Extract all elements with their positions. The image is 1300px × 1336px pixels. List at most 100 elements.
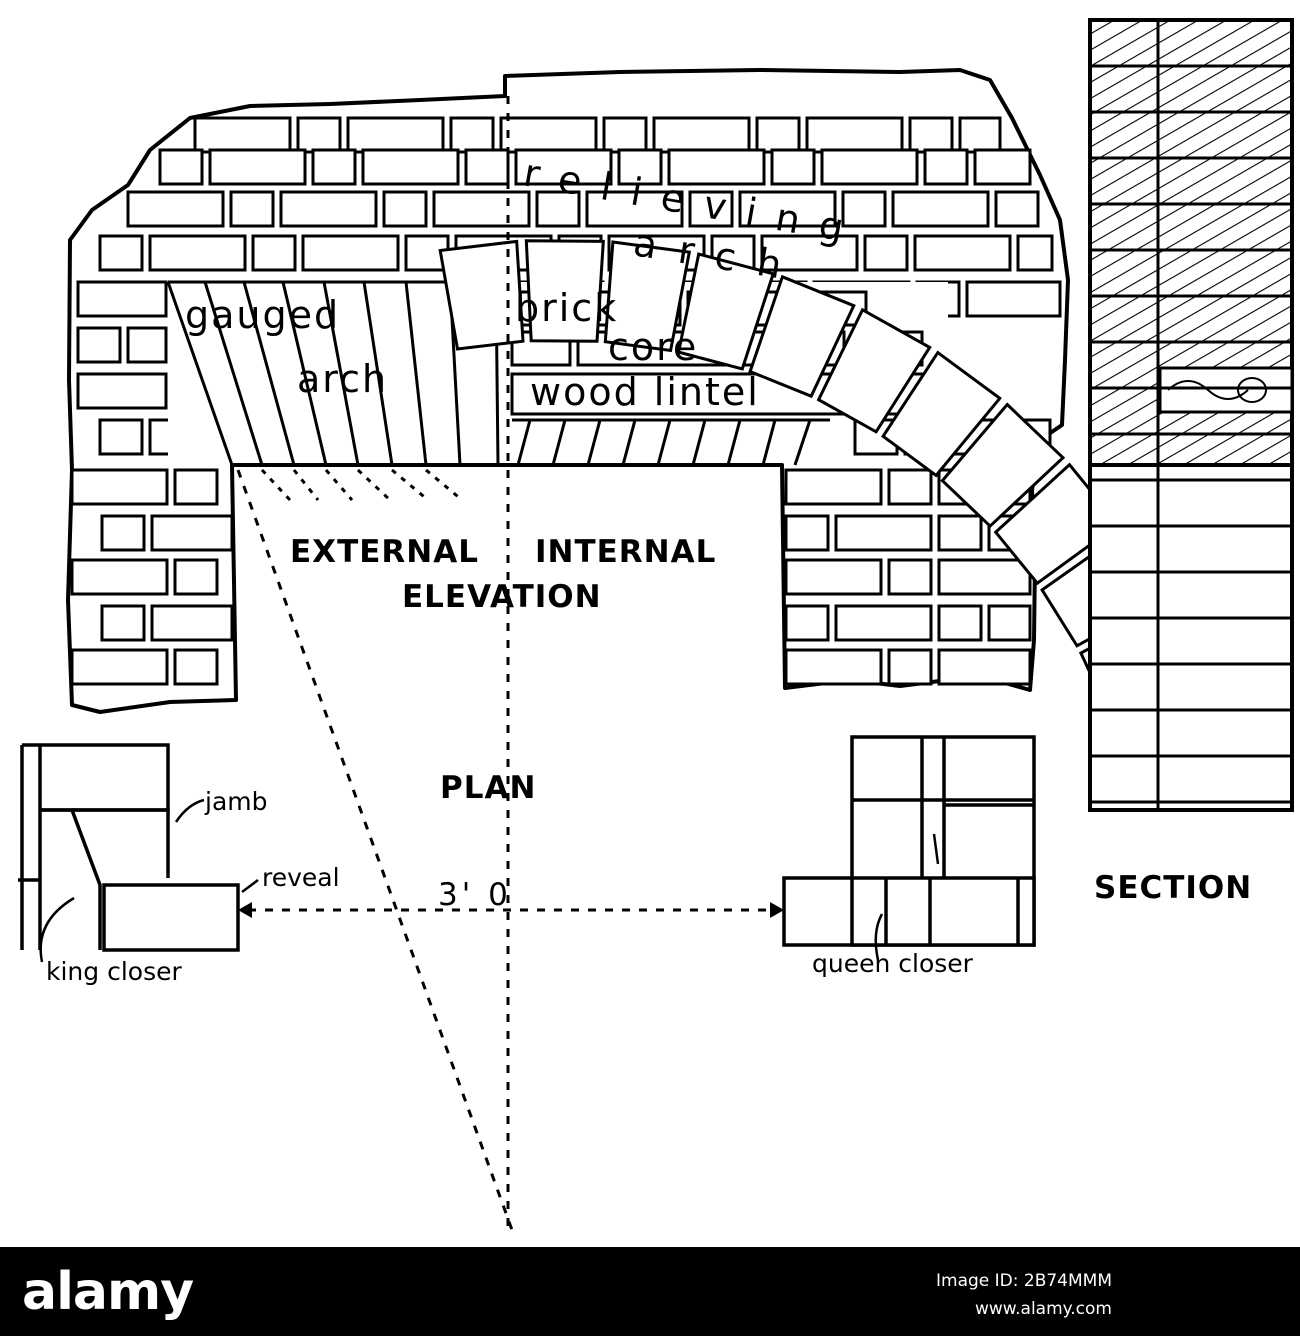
brick [148,234,247,272]
king-closer-label: king closer [46,957,182,986]
brick [887,558,933,596]
brick [973,148,1032,186]
brick [937,604,983,642]
brick [784,514,830,552]
brick [937,558,1032,596]
section-label: SECTION [1094,870,1252,906]
core-label: core [608,325,698,369]
brick [70,648,169,686]
brick [404,234,450,272]
gauged-label: gauged [185,293,340,337]
brick [173,648,219,686]
brick [602,116,648,154]
footer-bar [0,1247,1300,1336]
brick [965,280,1062,318]
voussoir-joint [166,281,234,466]
voussoir-joint [322,281,360,466]
brick [150,604,234,642]
brick [585,190,684,228]
brick [937,514,983,552]
brick [361,148,460,186]
brick [834,604,933,642]
wood-lintel-label: wood lintel [530,370,760,414]
voussoir [881,350,1002,478]
brick [784,558,883,596]
brick [296,116,342,154]
dimension-arrowheads [238,902,784,918]
gauged-arch [166,280,505,466]
brick [229,190,275,228]
brick [958,116,1002,154]
brick [499,116,598,154]
brick [100,514,146,552]
voussoir-joint [203,281,264,466]
brick [805,116,904,154]
plan-queen-closer [782,735,1036,947]
brick [126,190,225,228]
brick [688,190,734,228]
voussoir-joint [281,281,328,466]
construction-lines [236,96,775,1231]
gauged-arch-label: arch [297,357,388,401]
brick [98,418,144,456]
brick [70,558,169,596]
brick [887,648,933,686]
leader-lines [39,798,940,963]
brick [863,234,909,272]
voussoir-joint [242,281,296,466]
brick [208,148,307,186]
brick [193,116,292,154]
brick [891,190,990,228]
elevation-label: ELEVATION [402,579,602,615]
dimension-label: 3' 0 [438,877,512,913]
brick [617,148,663,186]
brick [841,190,887,228]
brick [382,190,428,228]
brick [887,468,933,506]
brick [76,372,168,410]
voussoir [524,239,605,343]
brick [279,190,378,228]
brick [449,116,495,154]
elevation-wall: gauged arch brick core wood lintel relie… [66,68,1204,715]
brick [158,148,204,186]
brand-wordmark: alamy [22,1262,194,1322]
internal-label: INTERNAL [535,534,716,570]
brick [784,604,830,642]
section-courses [1090,18,1292,804]
reveal-label: reveal [262,863,340,892]
jamb-label: jamb [204,787,268,816]
brick-label: brick [515,286,618,330]
brick [301,234,400,272]
brick [126,326,168,364]
section-column [1088,18,1294,812]
brick [784,648,883,686]
brickwork-diagram: gauged arch brick core wood lintel relie… [18,18,1294,1231]
voussoir-joint [362,281,394,466]
lintel-soffit-bricks [512,418,830,466]
brick [834,514,933,552]
plan-king-closer [18,743,240,952]
brick [913,234,1012,272]
queen-closer-label: queen closer [812,949,974,978]
voussoir [940,402,1066,529]
brick [1016,234,1054,272]
brick [652,116,751,154]
brick [432,190,531,228]
image-id-text: Image ID: 2B74MMM [936,1271,1112,1291]
voussoir [748,274,856,399]
site-url-text: www.alamy.com [974,1299,1112,1319]
brick [173,468,219,506]
brick [755,116,801,154]
brick [535,190,581,228]
brick [994,190,1040,228]
voussoir [603,240,692,353]
brick [346,116,445,154]
brick [100,604,146,642]
brick [908,116,954,154]
brick [76,280,168,318]
brick [514,148,613,186]
brick [251,234,297,272]
brick [770,148,816,186]
voussoir [816,307,932,434]
